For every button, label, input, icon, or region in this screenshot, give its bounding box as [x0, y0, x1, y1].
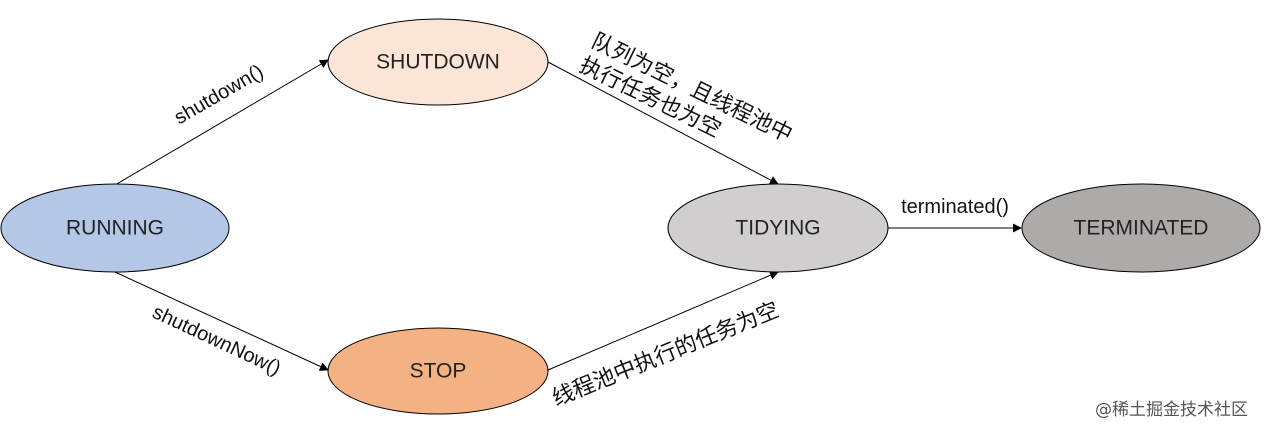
- edge-running-to-shutdown: [114, 59, 329, 186]
- state-terminated-shape: [1021, 183, 1261, 273]
- state-tidying: TIDYING: [667, 183, 889, 273]
- state-tidying-shape: [667, 183, 889, 273]
- edge-running-to-stop: [114, 271, 329, 371]
- state-stop-shape: [327, 327, 549, 415]
- watermark: @稀土掘金技术社区: [1095, 400, 1248, 420]
- state-running: RUNNING: [0, 183, 230, 273]
- state-terminated: TERMINATED: [1021, 183, 1261, 273]
- state-shutdown: SHUTDOWN: [327, 18, 549, 106]
- state-stop: STOP: [327, 327, 549, 415]
- state-shutdown-label: SHUTDOWN: [376, 51, 500, 74]
- state-running-label: RUNNING: [66, 217, 164, 240]
- state-stop-label: STOP: [410, 360, 467, 383]
- label-shutdown-call: shutdown(): [171, 61, 268, 130]
- state-running-shape: [0, 183, 230, 273]
- label-terminated-call: terminated(): [901, 196, 1009, 218]
- edge-stop-to-tidying: [547, 271, 779, 371]
- state-terminated-label: TERMINATED: [1074, 217, 1209, 240]
- state-tidying-label: TIDYING: [735, 217, 820, 240]
- state-shutdown-shape: [327, 18, 549, 106]
- edge-shutdown-to-tidying: [547, 61, 779, 185]
